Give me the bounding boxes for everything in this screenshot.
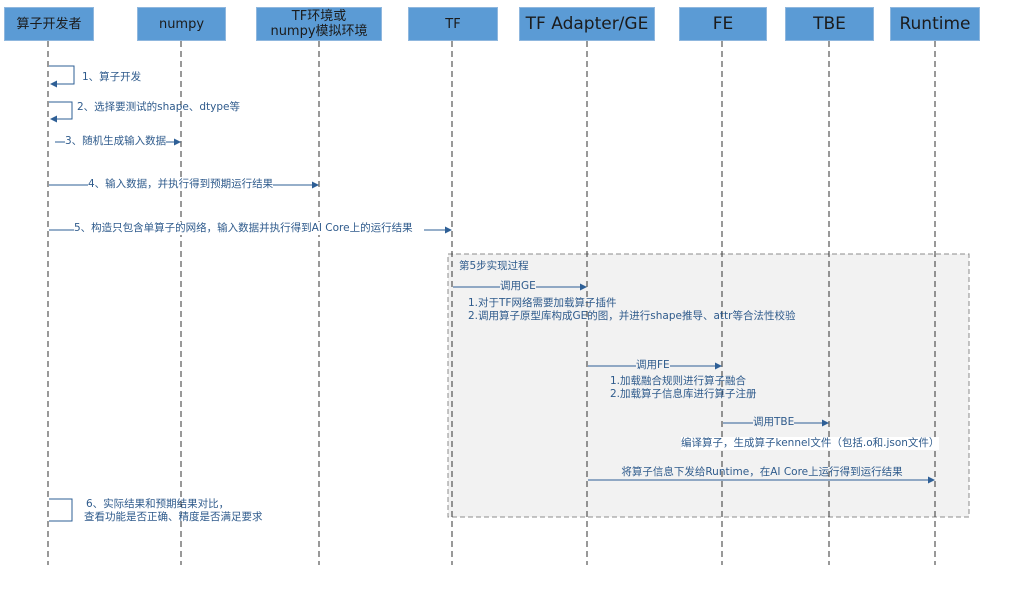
self-arrow-1: [49, 65, 75, 88]
actor-tbe: TBE: [785, 7, 874, 41]
msg-1: 1、算子开发: [82, 71, 142, 83]
msg-2: 2、选择要测试的shape、dtype等: [77, 101, 240, 113]
ge-note-2: 2.调用算子原型库构成GE的图，并进行shape推导、attr等合法性校验: [468, 310, 796, 322]
msg-runtime: 将算子信息下发给Runtime，在AI Core上运行得到运行结果: [621, 466, 903, 478]
ge-note-1: 1.对于TF网络需要加载算子插件: [468, 297, 617, 309]
actor-tf: TF: [408, 7, 498, 41]
step5-frame: [447, 253, 970, 518]
tbe-note: 编译算子，生成算子kennel文件（包括.o和.json文件）: [681, 437, 940, 450]
self-arrow-2: [49, 101, 73, 123]
actor-dev: 算子开发者: [4, 7, 94, 41]
self-arrow-6: [49, 498, 73, 522]
msg-6-line1: 6、实际结果和预期结果对比，: [86, 498, 230, 510]
msg-call-tbe: 调用TBE: [753, 416, 795, 429]
actor-tfenv: TF环境或 numpy模拟环境: [256, 7, 382, 41]
msg-5: 5、构造只包含单算子的网络，输入数据并执行得到AI Core上的运行结果: [74, 222, 424, 235]
fe-note-2: 2.加载算子信息库进行算子注册: [610, 388, 757, 400]
actor-fe: FE: [679, 7, 767, 41]
actor-adapter: TF Adapter/GE: [519, 7, 655, 41]
msg-3: 3、随机生成输入数据: [65, 135, 167, 148]
msg-call-ge: 调用GE: [500, 280, 536, 293]
actor-runtime: Runtime: [890, 7, 980, 41]
step5-title: 第5步实现过程: [459, 260, 529, 272]
msg-4: 4、输入数据，并执行得到预期运行结果: [88, 178, 274, 191]
actor-numpy: numpy: [137, 7, 226, 41]
fe-note-1: 1.加载融合规则进行算子融合: [610, 375, 747, 387]
msg-6-line2: 查看功能是否正确、精度是否满足要求: [84, 511, 263, 523]
msg-call-fe: 调用FE: [636, 359, 670, 372]
